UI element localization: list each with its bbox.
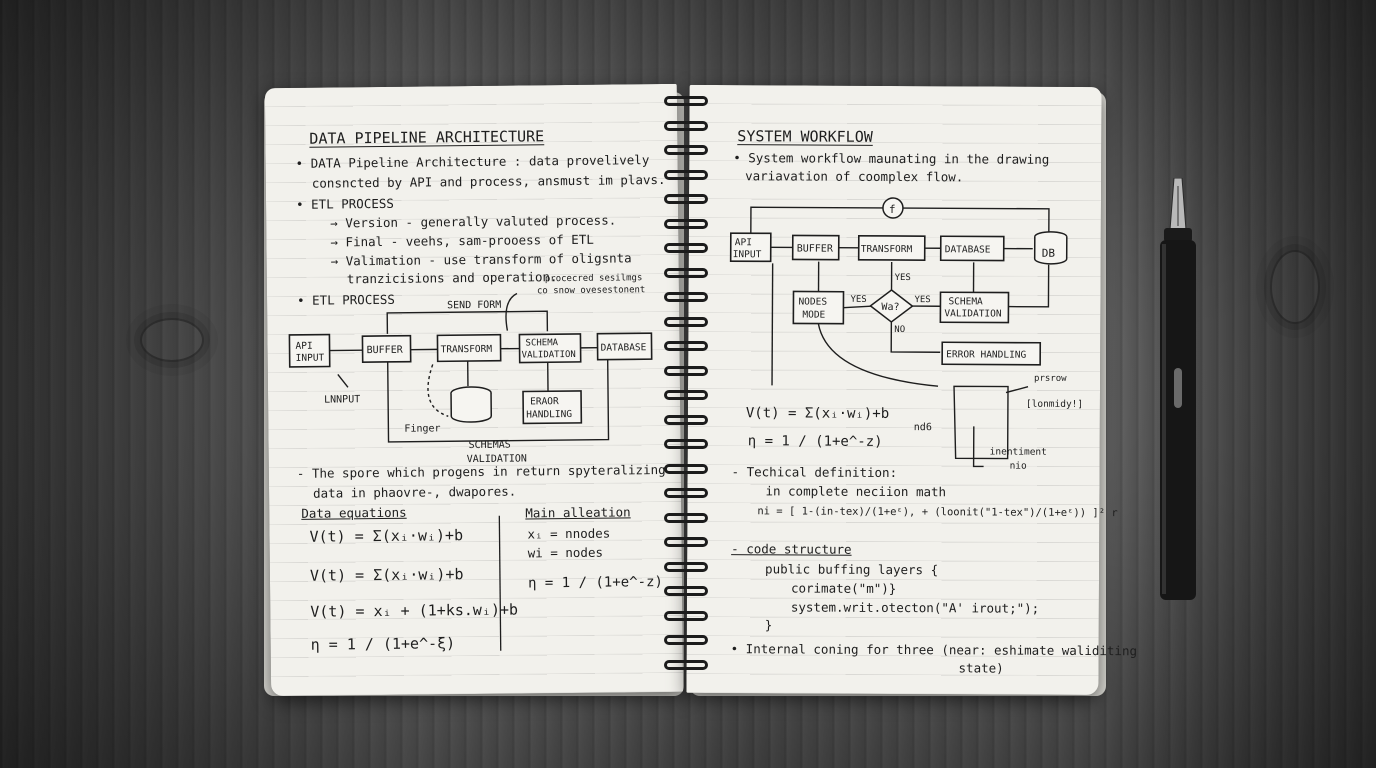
node-transform: TRANSFORM xyxy=(441,344,493,356)
node-nodes-mode: MODE xyxy=(802,310,825,321)
tech-formula: ni = [ 1-(in-tex)/(1+eᵋ), + (loonit("1-t… xyxy=(757,505,1118,520)
node-error: ERAOR xyxy=(530,396,559,407)
equation: η = 1 / (1+e^-ξ) xyxy=(310,634,456,654)
node-db: DB xyxy=(1042,247,1056,260)
note-line: data in phaovre-, dwapores. xyxy=(312,483,517,501)
spiral-ring xyxy=(664,659,708,670)
yes-label: YES xyxy=(850,295,866,305)
spiral-ring xyxy=(664,218,708,229)
diagram-label: SCHEMAS xyxy=(469,440,511,451)
main-line: xᵢ = nnodes xyxy=(527,525,611,542)
footer-line: • Internal coning for three (near: eshim… xyxy=(730,641,1138,659)
send-form-label: SEND FORM xyxy=(447,300,501,312)
wood-knot xyxy=(1270,250,1320,324)
spiral-ring xyxy=(664,96,708,106)
node-schema: VALIDATION xyxy=(944,308,1002,319)
equation: V(t) = Σ(xᵢ·wᵢ)+b xyxy=(745,405,890,422)
spiral-ring xyxy=(664,561,708,572)
spiral-ring xyxy=(664,390,708,400)
node-error: HANDLING xyxy=(526,409,572,420)
node-schema: SCHEMA xyxy=(948,296,983,307)
node-buffer: BUFFER xyxy=(797,243,834,254)
node-schema: VALIDATION xyxy=(522,350,576,361)
node-buffer: BUFFER xyxy=(367,345,404,356)
spiral-ring xyxy=(664,365,708,376)
spiral-ring xyxy=(664,120,708,131)
tech-title: - Techical definition: xyxy=(731,464,898,481)
spiral-ring xyxy=(664,512,708,523)
diagram-label: Finger xyxy=(404,423,440,434)
side-note: nd6 xyxy=(914,422,932,433)
spiral-ring xyxy=(664,316,708,327)
spiral-ring xyxy=(664,169,708,180)
node-api-input: API xyxy=(295,341,312,352)
right-workflow-diagram: f API INPUT BUFFER TRANSFORM DATABASE DB… xyxy=(729,197,1083,472)
node-error: ERROR HANDLING xyxy=(946,349,1026,360)
left-pipeline-diagram: SEND FORM procecred sesilmgs co snow ove… xyxy=(288,273,653,651)
spiral-ring xyxy=(664,610,708,621)
side-note: prsrow xyxy=(1034,374,1067,384)
node-transform: TRANSFORM xyxy=(861,244,913,255)
code-line: system.writ.otecton("A' irout;"); xyxy=(790,599,1040,616)
spiral-ring xyxy=(664,488,708,498)
node-api-input: INPUT xyxy=(296,353,325,364)
main-line: η = 1 / (1+e^-z) xyxy=(527,574,663,592)
spiral-ring xyxy=(664,414,708,425)
equation: V(t) = xᵢ + (1+ks.wᵢ)+b xyxy=(310,600,519,621)
left-notebook-page: DATA PIPELINE ARCHITECTURE • DATA Pipeli… xyxy=(264,83,684,697)
diagram-note: co snow ovesestonent xyxy=(537,285,645,296)
equation: V(t) = Σ(xᵢ·wᵢ)+b xyxy=(309,526,464,546)
code-line: } xyxy=(764,617,773,633)
spiral-ring xyxy=(664,243,708,253)
spiral-ring xyxy=(664,439,708,449)
spiral-ring xyxy=(664,537,708,547)
fountain-pen-icon xyxy=(1160,178,1196,600)
spiral-ring xyxy=(664,145,708,155)
side-note: inentiment xyxy=(990,447,1047,458)
wood-knot xyxy=(140,318,204,362)
decision-label: Wa? xyxy=(881,302,899,313)
decision-f: f xyxy=(889,203,896,216)
diagram-label: VALIDATION xyxy=(467,453,527,465)
node-api-input: API xyxy=(735,237,752,248)
spiral-ring xyxy=(664,267,708,278)
node-database: DATABASE xyxy=(601,342,647,353)
side-note: [lonmidy!] xyxy=(1026,399,1083,410)
code-title: - code structure xyxy=(731,541,852,557)
yes-label: YES xyxy=(895,273,911,283)
diagram-label: LNNPUT xyxy=(324,394,360,405)
node-api-input: INPUT xyxy=(733,249,762,260)
diagram-note: procecred sesilmgs xyxy=(545,273,643,284)
spiral-ring xyxy=(664,586,708,596)
main-line: wi = nodes xyxy=(527,544,604,561)
spiral-ring xyxy=(664,194,708,204)
code-line: public buffing layers { xyxy=(765,561,939,578)
no-label: NO xyxy=(894,325,905,335)
spiral-ring xyxy=(664,635,708,645)
right-notebook-page: SYSTEM WORKFLOW • System workflow maunat… xyxy=(686,84,1137,696)
code-line: corimate("m")} xyxy=(790,580,897,597)
equation: V(t) = Σ(xᵢ·wᵢ)+b xyxy=(309,565,464,585)
side-note: nio xyxy=(1010,461,1027,472)
spiral-ring xyxy=(664,292,708,302)
spiral-ring xyxy=(664,463,708,474)
node-schema: SCHEMA xyxy=(525,338,558,348)
footer-line: state) xyxy=(958,660,1004,676)
yes-label: YES xyxy=(914,295,930,305)
node-database: DATABASE xyxy=(945,244,991,255)
main-allocation-title: Main alleation xyxy=(525,504,631,521)
spiral-binding xyxy=(664,96,708,686)
node-nodes-mode: NODES xyxy=(798,296,827,307)
tech-line: in complete neciion math xyxy=(765,483,947,500)
equation: η = 1 / (1+e^-z) xyxy=(747,433,883,450)
spiral-ring xyxy=(664,341,708,351)
equations-title: Data equations xyxy=(301,504,407,521)
